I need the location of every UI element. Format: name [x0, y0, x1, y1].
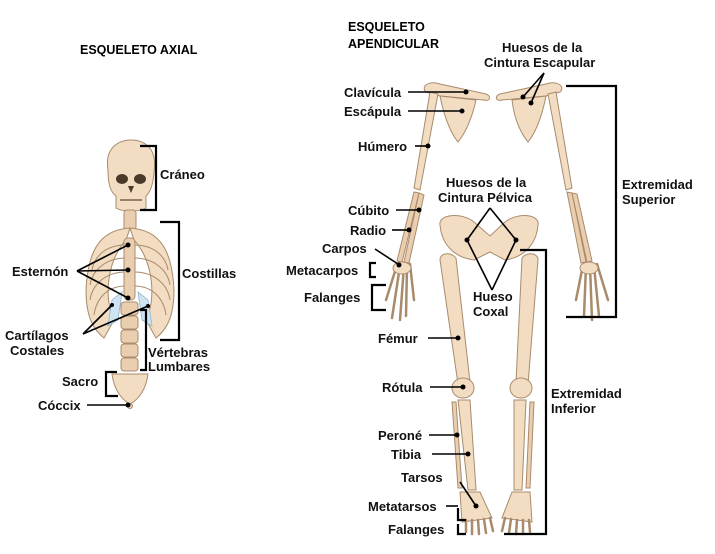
- patella-right: [509, 377, 533, 399]
- label-cintura-pelvica-1: Huesos de la: [446, 175, 527, 190]
- pelvis: [439, 215, 539, 261]
- ribcage-left: [85, 227, 131, 339]
- skull-eye-right: [134, 174, 146, 184]
- label-extremidad-inferior-1: Extremidad: [551, 386, 622, 401]
- label-clavicula: Clavícula: [344, 85, 402, 100]
- label-rotula: Rótula: [382, 380, 423, 395]
- label-tibia: Tibia: [391, 447, 422, 462]
- label-tarsos: Tarsos: [401, 470, 443, 485]
- label-sacro: Sacro: [62, 374, 98, 389]
- humerus-right: [547, 91, 573, 191]
- label-falanges-mano: Falanges: [304, 290, 360, 305]
- label-vertebras-1: Vértebras: [148, 345, 208, 360]
- costillas-bracket: [160, 220, 181, 342]
- ribcage-right: [129, 227, 175, 339]
- label-craneo: Cráneo: [160, 167, 205, 182]
- skull: [106, 139, 156, 212]
- extremidad-superior-bracket: [566, 84, 618, 319]
- appendicular-title-line1: ESQUELETO: [348, 20, 425, 34]
- label-hueso-coxal-2: Coxal: [473, 304, 508, 319]
- label-vertebras-2: Lumbares: [148, 359, 210, 374]
- label-costillas: Costillas: [182, 266, 236, 281]
- sacrum: [111, 373, 149, 405]
- label-metatarsos: Metatarsos: [368, 499, 437, 514]
- label-coccix: Cóccix: [38, 398, 81, 413]
- label-metacarpos: Metacarpos: [286, 263, 358, 278]
- label-falanges-pie: Falanges: [388, 522, 444, 537]
- label-femur: Fémur: [378, 331, 418, 346]
- label-humero: Húmero: [358, 139, 407, 154]
- label-extremidad-superior-2: Superior: [622, 192, 675, 207]
- extremidad-inferior-bracket: [504, 248, 548, 536]
- scapula-left: [439, 95, 477, 143]
- axial-skeleton-title: ESQUELETO AXIAL: [80, 43, 198, 57]
- label-cintura-escapular-1: Huesos de la: [502, 40, 583, 55]
- craneo-bracket: [140, 144, 158, 212]
- label-radio: Radio: [350, 223, 386, 238]
- label-cintura-escapular-2: Cintura Escapular: [484, 55, 595, 70]
- label-cartilagos-2: Costales: [10, 343, 64, 358]
- label-cartilagos-1: Cartílagos: [5, 328, 69, 343]
- label-cubito: Cúbito: [348, 203, 389, 218]
- appendicular-title-line2: APENDICULAR: [348, 37, 439, 51]
- scapula-right: [511, 95, 547, 143]
- label-carpos: Carpos: [322, 241, 367, 256]
- label-hueso-coxal-1: Hueso: [473, 289, 513, 304]
- label-perone: Peroné: [378, 428, 422, 443]
- humerus-left: [413, 91, 439, 191]
- skull-eye-left: [116, 174, 128, 184]
- appendicular-skeleton-illustration: [384, 82, 610, 536]
- label-cintura-pelvica-2: Cintura Pélvica: [438, 190, 533, 205]
- axial-skeleton-illustration: [85, 139, 175, 409]
- femur-left: [439, 253, 471, 385]
- label-extremidad-superior-1: Extremidad: [622, 177, 693, 192]
- label-escapula: Escápula: [344, 104, 402, 119]
- femur-right: [515, 253, 539, 385]
- label-extremidad-inferior-2: Inferior: [551, 401, 596, 416]
- label-esternon: Esternón: [12, 264, 68, 279]
- vertebras-bracket: [140, 308, 148, 372]
